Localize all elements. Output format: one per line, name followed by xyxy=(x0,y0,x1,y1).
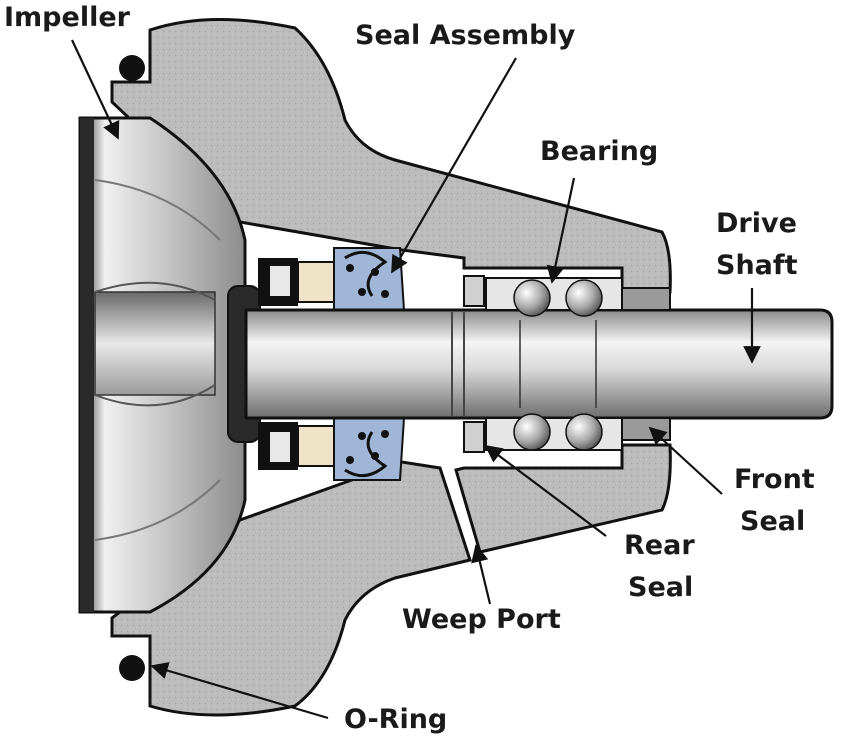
label-o-ring: O-Ring xyxy=(344,704,447,735)
label-drive-shaft-2: Shaft xyxy=(716,250,798,281)
label-impeller: Impeller xyxy=(4,2,131,33)
bearing xyxy=(485,277,623,451)
label-weep-port: Weep Port xyxy=(402,604,561,635)
seal-assembly-top xyxy=(258,247,406,311)
label-front-seal-2: Seal xyxy=(740,506,805,537)
label-rear-seal-1: Rear xyxy=(624,530,695,561)
rear-seal-bottom xyxy=(463,421,485,453)
o-ring-bottom xyxy=(119,655,145,681)
label-bearing: Bearing xyxy=(540,136,658,167)
front-seal-bottom xyxy=(621,417,671,441)
impeller xyxy=(78,116,247,614)
pump-housing xyxy=(110,17,672,717)
o-ring-top xyxy=(119,55,145,81)
label-front-seal-1: Front xyxy=(734,464,815,495)
label-drive-shaft-1: Drive xyxy=(716,208,797,239)
leader-lines xyxy=(71,39,761,720)
seal-assembly-bottom xyxy=(258,417,406,481)
drive-shaft xyxy=(244,308,834,420)
label-rear-seal-2: Seal xyxy=(628,572,693,603)
rear-seal-top xyxy=(463,275,485,307)
front-seal-top xyxy=(621,287,671,311)
label-seal-assembly: Seal Assembly xyxy=(355,20,576,51)
